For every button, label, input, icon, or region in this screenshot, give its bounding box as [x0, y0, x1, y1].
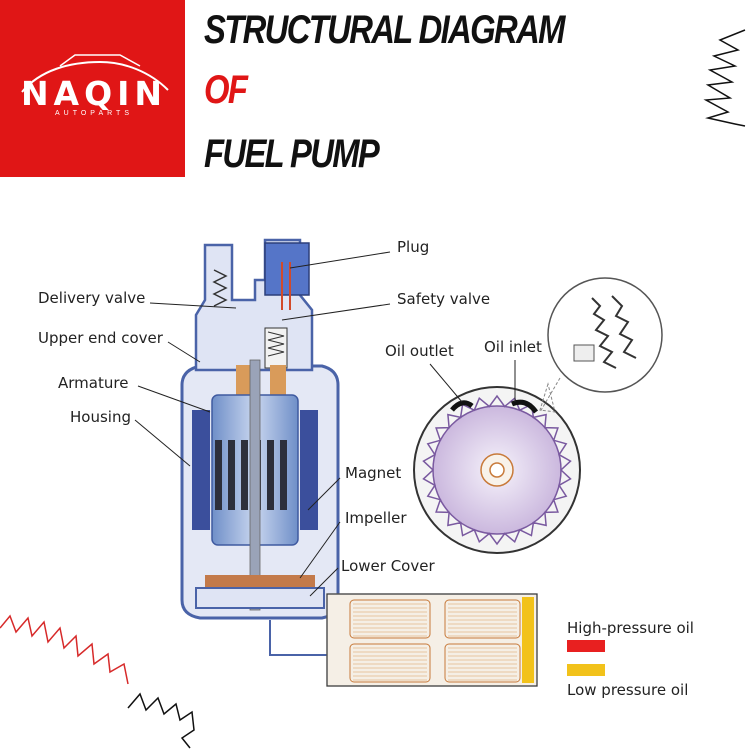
- brand-name: NAQIN: [20, 74, 168, 113]
- oil-inlet-port: [511, 399, 539, 414]
- brand-tagline: AUTOPARTS: [54, 110, 133, 117]
- label-armature: Armature: [58, 374, 129, 392]
- delivery-valve-spring: [212, 269, 228, 307]
- label-delivery-valve: Delivery valve: [38, 289, 146, 307]
- magnet-right: [300, 410, 318, 530]
- label-oil-inlet: Oil inlet: [484, 338, 542, 356]
- brand-logo-box: NAQIN AUTOPARTS: [0, 0, 185, 177]
- label-magnet: Magnet: [345, 464, 402, 482]
- plug-connector: [264, 242, 310, 296]
- title-line-3: FUEL PUMP: [204, 132, 380, 176]
- label-housing: Housing: [70, 408, 131, 426]
- label-upper-end-cover: Upper end cover: [38, 329, 163, 347]
- chamber-cells: [349, 599, 521, 683]
- label-safety-valve: Safety valve: [397, 290, 491, 308]
- oil-outlet-port: [450, 400, 474, 412]
- legend-label-low-pressure: Low pressure oil: [567, 681, 689, 699]
- zigzag-decoration-top-right: [703, 29, 746, 127]
- label-lower-cover: Lower Cover: [341, 557, 435, 575]
- title-line-2: OF: [204, 68, 248, 112]
- label-plug: Plug: [397, 238, 430, 256]
- impeller: [205, 575, 315, 587]
- lower-cover: [195, 587, 325, 609]
- magnet-left: [192, 410, 210, 530]
- label-oil-outlet: Oil outlet: [385, 342, 454, 360]
- low-pressure-zone: [522, 597, 534, 683]
- label-impeller: Impeller: [345, 509, 407, 527]
- title-line-1: STRUCTURAL DIAGRAM: [204, 8, 565, 52]
- zigzag-decoration-bottom-small: [127, 692, 195, 749]
- legend-swatch-high-pressure: [567, 640, 605, 652]
- zigzag-decoration-bottom-left: [0, 614, 129, 685]
- legend-label-high-pressure: High-pressure oil: [567, 619, 694, 637]
- legend-swatch-low-pressure: [567, 664, 605, 676]
- car-outline-icon: [21, 54, 169, 93]
